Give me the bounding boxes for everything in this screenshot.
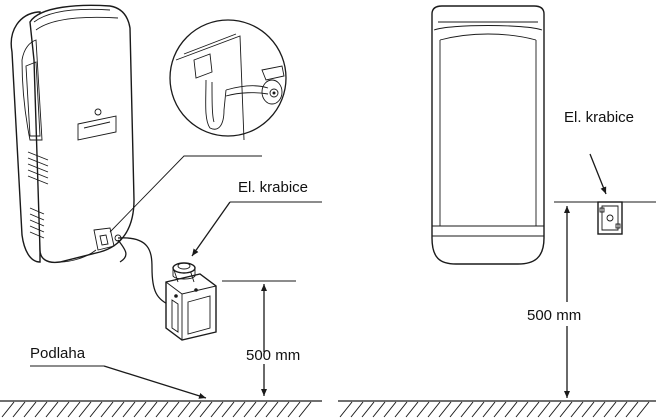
hatch-line bbox=[427, 401, 441, 418]
hatch-line bbox=[287, 401, 301, 418]
hatch-line bbox=[45, 401, 59, 418]
hatch-line bbox=[78, 401, 92, 418]
hatch-line bbox=[449, 401, 463, 418]
hatch-line bbox=[394, 401, 408, 418]
hatch-line bbox=[416, 401, 430, 418]
hatch-line bbox=[210, 401, 224, 418]
floor-hatch-left bbox=[0, 400, 322, 418]
hatch-line bbox=[276, 401, 290, 418]
hatch-line bbox=[221, 401, 235, 418]
hatch-line bbox=[56, 401, 70, 418]
right-height-label: 500 mm bbox=[527, 307, 581, 324]
hatch-line bbox=[460, 401, 474, 418]
hatch-line bbox=[23, 401, 37, 418]
hatch-line bbox=[298, 401, 312, 418]
hatch-line bbox=[34, 401, 48, 418]
hatch-line bbox=[155, 401, 169, 418]
hatch-line bbox=[133, 401, 147, 418]
hatch-line bbox=[537, 401, 551, 418]
hatch-line bbox=[372, 401, 386, 418]
hatch-line bbox=[504, 401, 518, 418]
hatch-line bbox=[581, 401, 595, 418]
hatch-line bbox=[177, 401, 191, 418]
hatch-line bbox=[361, 401, 375, 418]
hatch-line bbox=[471, 401, 485, 418]
hatch-line bbox=[199, 401, 213, 418]
floor-label: Podlaha bbox=[30, 345, 86, 362]
hatch-line bbox=[232, 401, 246, 418]
hatch-line bbox=[548, 401, 562, 418]
hatch-line bbox=[350, 401, 364, 418]
hatch-line bbox=[254, 401, 268, 418]
left-height-dimension bbox=[222, 280, 296, 396]
hatch-line bbox=[559, 401, 573, 418]
power-cable bbox=[117, 237, 173, 307]
hatch-line bbox=[1, 401, 15, 418]
hatch-line bbox=[339, 401, 353, 418]
left-box-label: El. krabice bbox=[238, 179, 308, 196]
hatch-line bbox=[515, 401, 529, 418]
hatch-line bbox=[383, 401, 397, 418]
hatch-line bbox=[603, 401, 617, 418]
hatch-line bbox=[111, 401, 125, 418]
junction-box-front-icon bbox=[554, 201, 656, 235]
hatch-line bbox=[614, 401, 628, 418]
connection-detail-magnifier-icon bbox=[169, 19, 287, 141]
hatch-line bbox=[243, 401, 257, 418]
hatch-line bbox=[438, 401, 452, 418]
hatch-line bbox=[100, 401, 114, 418]
hand-dryer-perspective-icon bbox=[10, 4, 135, 264]
hatch-line bbox=[625, 401, 639, 418]
right-box-label: El. krabice bbox=[564, 109, 634, 126]
hatch-line bbox=[592, 401, 606, 418]
hatch-line bbox=[67, 401, 81, 418]
junction-box-icon bbox=[165, 262, 217, 341]
hatch-line bbox=[89, 401, 103, 418]
hatch-line bbox=[122, 401, 136, 418]
hatch-line bbox=[188, 401, 202, 418]
hatch-line bbox=[12, 401, 26, 418]
left-height-label: 500 mm bbox=[246, 347, 300, 364]
hatch-line bbox=[144, 401, 158, 418]
hatch-line bbox=[493, 401, 507, 418]
floor-hatch-right bbox=[338, 400, 656, 418]
hand-dryer-front-icon bbox=[431, 5, 545, 265]
hatch-line bbox=[526, 401, 540, 418]
hatch-line bbox=[482, 401, 496, 418]
hatch-line bbox=[570, 401, 584, 418]
hatch-line bbox=[636, 401, 650, 418]
hatch-line bbox=[265, 401, 279, 418]
hatch-line bbox=[166, 401, 180, 418]
hatch-line bbox=[405, 401, 419, 418]
